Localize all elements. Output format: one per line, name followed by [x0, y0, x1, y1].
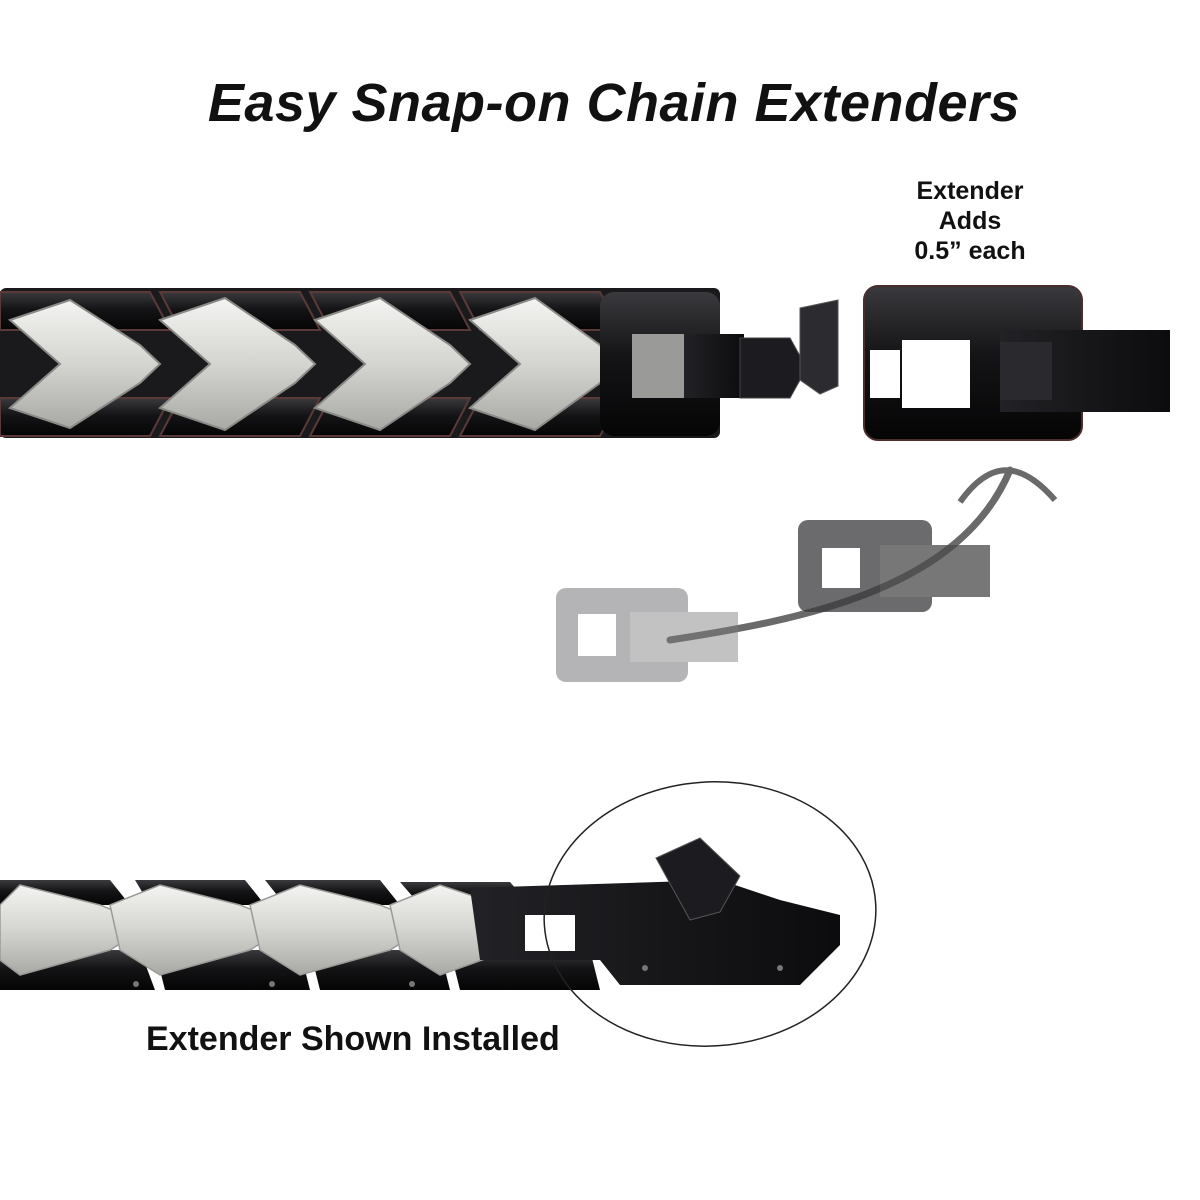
extender-link-medium	[798, 520, 990, 612]
extender-link-large	[863, 285, 1170, 441]
extender-note-line-1: Extender	[916, 177, 1024, 205]
bracelet-segment-top	[0, 288, 839, 438]
extender-note-line-3: 0.5” each	[914, 237, 1026, 265]
highlight-ellipse	[543, 781, 877, 1047]
page-title: Easy Snap-on Chain Extenders	[207, 73, 1021, 133]
extender-link-small	[556, 588, 738, 682]
arrow-head-icon	[957, 467, 1058, 504]
extender-note-line-2: Adds	[938, 207, 1002, 235]
bracelet-installed	[0, 837, 840, 990]
installed-caption: Extender Shown Installed	[146, 1020, 560, 1058]
extender-note: Extender Adds 0.5” each	[880, 176, 1060, 266]
